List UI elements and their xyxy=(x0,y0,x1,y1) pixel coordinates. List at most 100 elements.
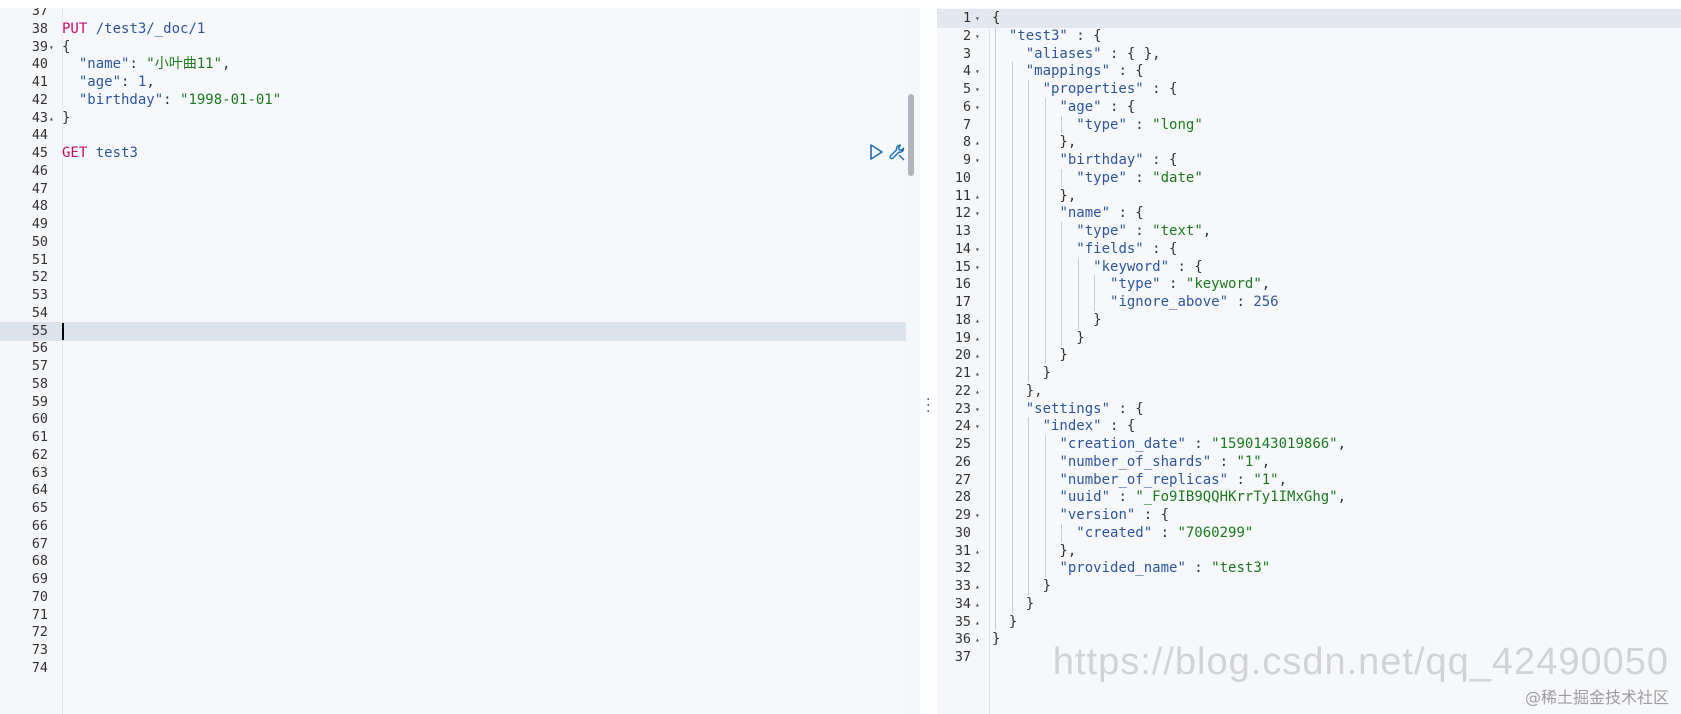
code-line[interactable]: "properties" : { xyxy=(1042,81,1178,97)
fold-arrow-up-icon[interactable]: ▴ xyxy=(975,315,980,325)
resize-handle-icon[interactable]: ··· xyxy=(926,392,931,420)
code-line[interactable]: }, xyxy=(992,542,1077,559)
fold-arrow-down-icon[interactable]: ▾ xyxy=(975,209,980,219)
pane-divider[interactable] xyxy=(920,8,937,714)
code-line[interactable]: PUT /test3/_doc/1 xyxy=(62,20,206,37)
code-line[interactable]: "type" : "long" xyxy=(1076,116,1203,133)
fold-arrow-down-icon[interactable]: ▾ xyxy=(975,511,980,520)
code-line[interactable]: "uuid" : "_Fo9IB9QQHKrrTy1IMxGhg", xyxy=(1059,489,1347,506)
fold-arrow-down-icon[interactable]: ▾ xyxy=(975,102,980,112)
line-number: 29 xyxy=(954,508,971,523)
line-number: 36 xyxy=(954,632,971,648)
play-icon[interactable] xyxy=(867,143,885,161)
response-content xyxy=(990,8,1681,714)
response-viewer[interactable]: 1▾{2▾ "test3" : {3 "aliases" : { },4▾ "m… xyxy=(937,8,1681,714)
code-line[interactable]: "name": "小叶曲11", xyxy=(78,56,231,73)
fold-arrow-down-icon[interactable]: ▾ xyxy=(975,262,980,272)
fold-arrow-down-icon[interactable]: ▾ xyxy=(975,244,980,254)
code-line[interactable]: } xyxy=(992,631,1001,648)
code-line[interactable]: "type" : "date" xyxy=(1076,169,1203,186)
fold-arrow-up-icon[interactable]: ▴ xyxy=(975,599,980,609)
fold-arrow-up-icon[interactable]: ▴ xyxy=(975,617,980,627)
code-line[interactable]: "version" : { xyxy=(1059,507,1170,523)
line-number: 26 xyxy=(954,454,971,470)
indent-guide xyxy=(1061,523,1062,542)
line-number: 8 xyxy=(962,135,971,151)
line-number: 57 xyxy=(31,359,48,374)
code-line[interactable]: } xyxy=(992,365,1052,381)
fold-arrow-up-icon[interactable]: ▴ xyxy=(975,546,980,556)
line-number: 4 xyxy=(962,64,971,80)
fold-arrow-up-icon[interactable]: ▴ xyxy=(975,333,980,343)
code-line[interactable]: "age": 1, xyxy=(78,74,155,90)
line-number: 9 xyxy=(962,153,971,168)
code-line[interactable]: "fields" : { xyxy=(1076,240,1178,257)
line-number: 31 xyxy=(954,543,971,559)
code-line[interactable]: "test3" : { xyxy=(1008,27,1102,44)
code-line[interactable]: "type" : "text", xyxy=(1076,223,1212,239)
code-line[interactable]: "ignore_above" : 256 xyxy=(1110,294,1279,310)
code-line[interactable]: "age" : { xyxy=(1059,98,1136,115)
line-number: 30 xyxy=(954,525,971,541)
code-line[interactable]: } xyxy=(992,578,1052,594)
fold-arrow-down-icon[interactable]: ▾ xyxy=(975,422,980,432)
code-line[interactable]: } xyxy=(992,311,1102,328)
line-number: 48 xyxy=(31,199,48,215)
line-number: 44 xyxy=(31,128,48,144)
code-line[interactable]: "creation_date" : "1590143019866", xyxy=(1059,436,1347,452)
code-line[interactable]: }, xyxy=(992,382,1043,399)
fold-arrow-up-icon[interactable]: ▴ xyxy=(49,113,54,123)
code-line[interactable]: GET test3 xyxy=(62,145,138,161)
code-line[interactable]: "index" : { xyxy=(1042,418,1136,435)
code-line[interactable]: }, xyxy=(992,134,1077,151)
line-number: 3 xyxy=(962,46,971,62)
code-line[interactable]: } xyxy=(62,109,71,126)
fold-arrow-down-icon[interactable]: ▾ xyxy=(49,42,54,52)
line-number: 34 xyxy=(954,596,971,612)
fold-arrow-up-icon[interactable]: ▴ xyxy=(975,386,980,396)
code-line[interactable]: "birthday": "1998-01-01" xyxy=(78,91,282,108)
request-scrollbar[interactable] xyxy=(908,94,914,176)
request-content[interactable] xyxy=(63,8,906,714)
code-line[interactable]: }, xyxy=(992,187,1077,204)
fold-arrow-down-icon[interactable]: ▾ xyxy=(975,31,980,41)
fold-arrow-up-icon[interactable]: ▴ xyxy=(975,191,980,201)
line-number: 62 xyxy=(31,447,48,463)
code-line[interactable]: "number_of_replicas" : "1", xyxy=(1059,471,1288,488)
line-number: 63 xyxy=(31,465,48,481)
code-line[interactable]: "name" : { xyxy=(1059,205,1144,222)
line-number: 6 xyxy=(962,99,971,115)
fold-arrow-down-icon[interactable]: ▾ xyxy=(975,404,980,414)
line-number: 65 xyxy=(31,501,48,516)
code-line[interactable]: "keyword" : { xyxy=(1093,258,1203,275)
fold-arrow-down-icon[interactable]: ▾ xyxy=(975,67,980,77)
code-line[interactable]: "number_of_shards" : "1", xyxy=(1059,453,1271,470)
code-line[interactable]: { xyxy=(62,38,71,55)
code-line[interactable]: } xyxy=(992,595,1035,612)
wrench-icon[interactable] xyxy=(888,143,906,161)
fold-arrow-down-icon[interactable]: ▾ xyxy=(975,156,980,165)
fold-arrow-down-icon[interactable]: ▾ xyxy=(975,14,980,23)
code-line[interactable]: } xyxy=(992,347,1068,364)
code-line[interactable]: } xyxy=(992,613,1018,630)
code-line[interactable]: "settings" : { xyxy=(1025,400,1144,417)
indent-guide xyxy=(1011,62,1013,613)
line-number: 35 xyxy=(954,614,971,630)
code-line[interactable]: "type" : "keyword", xyxy=(1110,276,1271,293)
code-line[interactable]: { xyxy=(992,10,1001,26)
fold-arrow-up-icon[interactable]: ▴ xyxy=(975,138,980,148)
code-line[interactable]: "birthday" : { xyxy=(1059,152,1178,168)
code-line[interactable]: "created" : "7060299" xyxy=(1076,524,1254,541)
code-line[interactable]: "aliases" : { }, xyxy=(1025,45,1161,62)
line-number: 17 xyxy=(954,295,971,310)
code-line[interactable]: } xyxy=(992,329,1085,346)
fold-arrow-down-icon[interactable]: ▾ xyxy=(975,85,980,94)
code-line[interactable]: "mappings" : { xyxy=(1025,63,1144,80)
fold-arrow-up-icon[interactable]: ▴ xyxy=(975,582,980,591)
fold-arrow-up-icon[interactable]: ▴ xyxy=(975,351,980,361)
line-number: 37 xyxy=(31,8,48,19)
fold-arrow-up-icon[interactable]: ▴ xyxy=(975,369,980,378)
code-line[interactable]: "provided_name" : "test3" xyxy=(1059,560,1271,577)
fold-arrow-up-icon[interactable]: ▴ xyxy=(975,635,980,645)
